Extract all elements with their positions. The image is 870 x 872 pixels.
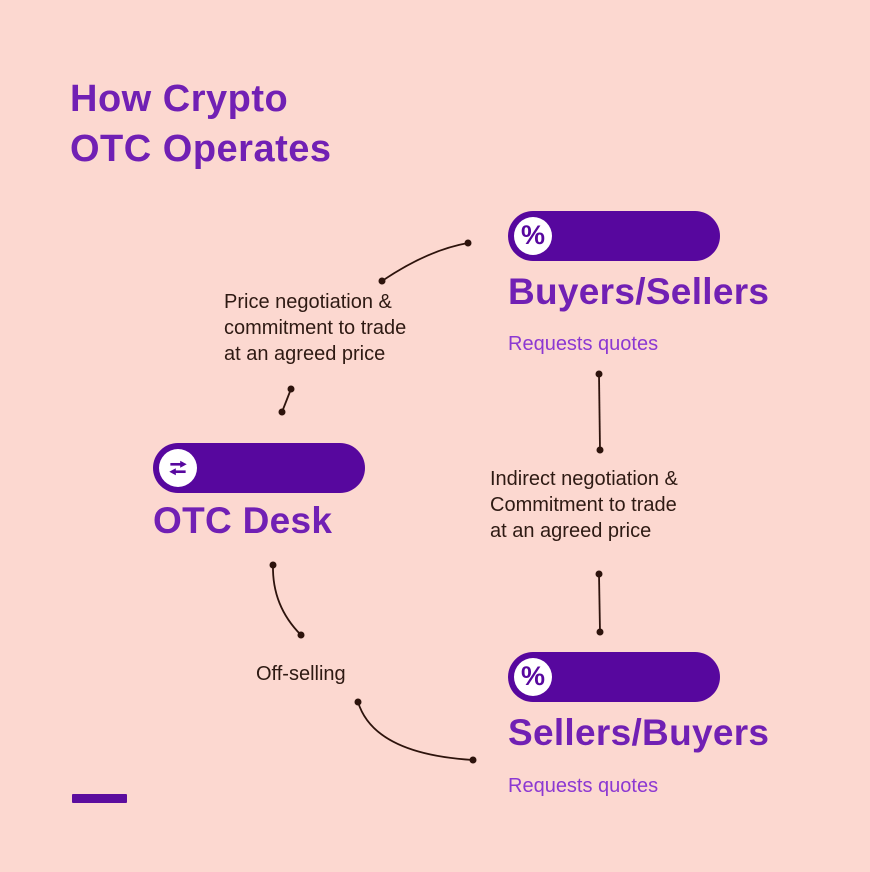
label-indirect-line-2: Commitment to trade [490, 494, 677, 516]
label-price-line-2: commitment to trade [224, 317, 407, 339]
label-indirect-line-3: at an agreed price [490, 520, 652, 542]
connector-indirect-to-sellers [598, 573, 601, 633]
connector-price-to-buyers [381, 242, 469, 282]
page-title-line-1: How Crypto [70, 78, 289, 120]
label-off-selling: Off-selling [256, 663, 346, 685]
label-price-line-1: Price negotiation & [224, 291, 392, 313]
otc-desk-heading: OTC Desk [153, 500, 333, 541]
sellers-buyers-heading: Sellers/Buyers [508, 712, 770, 753]
label-indirect-negotiation: Indirect negotiation & Commitment to tra… [490, 466, 678, 544]
label-price-negotiation: Price negotiation & commitment to trade … [224, 289, 406, 367]
exchange-arrows-glyph [169, 460, 187, 476]
otc-desk-pill [153, 443, 365, 493]
footer-accent-dash [72, 794, 127, 803]
page-title: How Crypto OTC Operates [70, 74, 332, 174]
page-title-line-2: OTC Operates [70, 128, 332, 170]
label-price-line-3: at an agreed price [224, 343, 386, 365]
sellers-buyers-pill: % [508, 652, 720, 702]
buyers-sellers-pill: % [508, 211, 720, 261]
connector-otc-to-offselling [272, 564, 302, 636]
buyers-sellers-heading: Buyers/Sellers [508, 271, 770, 312]
percent-glyph: % [520, 219, 545, 250]
buyers-sellers-subtitle: Requests quotes [508, 333, 659, 355]
connector-offselling-to-sellers [357, 701, 474, 761]
exchange-arrows-icon [159, 449, 197, 487]
label-indirect-line-1: Indirect negotiation & [490, 468, 678, 490]
connector-price-to-otc [281, 388, 292, 413]
connector-buyers-to-indirect [598, 373, 601, 451]
percent-icon: % [514, 217, 552, 255]
sellers-buyers-subtitle: Requests quotes [508, 775, 659, 797]
percent-glyph: % [520, 660, 545, 691]
percent-icon: % [514, 658, 552, 696]
